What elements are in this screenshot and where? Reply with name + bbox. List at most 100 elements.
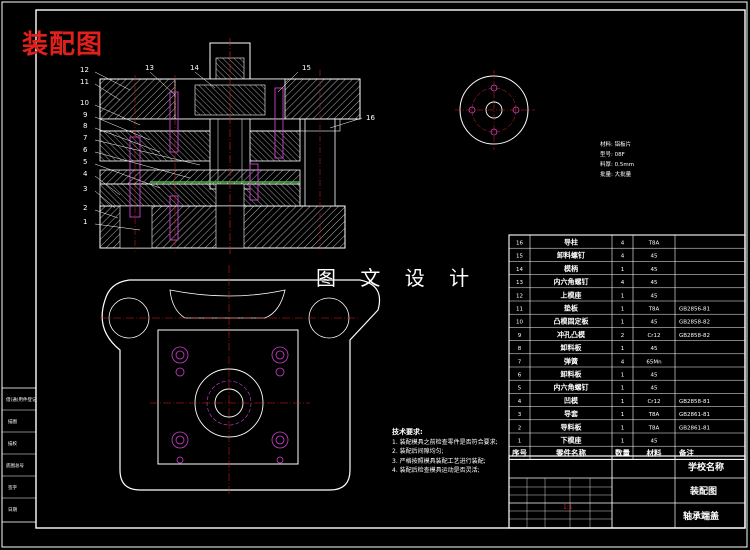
bom-cell: GB2861-81 bbox=[679, 412, 710, 418]
bom-cell: 8 bbox=[518, 346, 522, 352]
bom-cell: 45 bbox=[651, 280, 658, 286]
bom-cell: 4 bbox=[621, 280, 625, 286]
tech-item: 4. 装配后检查模具运动是否灵活; bbox=[392, 467, 480, 474]
spring bbox=[249, 163, 259, 201]
bom-cell: 13 bbox=[516, 280, 523, 286]
socket-screw bbox=[169, 91, 179, 153]
callout-16: 16 bbox=[366, 114, 375, 122]
bom-cell: 导料板 bbox=[561, 422, 583, 431]
bom-cell: 1 bbox=[621, 307, 625, 313]
bom-header-cell: 序号 bbox=[512, 448, 527, 458]
callout-3: 3 bbox=[83, 185, 87, 193]
callouts: 12 11 10 9 8 7 6 5 4 3 2 1 13 14 15 16 bbox=[80, 64, 375, 231]
bom-cell: T8A bbox=[648, 241, 660, 247]
bom-cell: T8A bbox=[648, 307, 660, 313]
bom-cell: Cr12 bbox=[647, 399, 660, 405]
bom-cell: 4 bbox=[621, 254, 625, 260]
callout-5: 5 bbox=[83, 158, 87, 166]
bom-cell: 7 bbox=[518, 359, 522, 365]
bom-cell: 1 bbox=[621, 425, 625, 431]
workpiece-view bbox=[455, 70, 535, 150]
callout-4: 4 bbox=[83, 170, 88, 178]
bom-cell: 6 bbox=[518, 373, 522, 379]
callout-8: 8 bbox=[83, 122, 87, 130]
bom-cell: 4 bbox=[621, 241, 625, 247]
side-strip-label: 描图 bbox=[8, 418, 17, 425]
material-line: 型号: 08F bbox=[600, 152, 625, 158]
section-view bbox=[99, 38, 361, 255]
bom-cell: 凸模固定板 bbox=[554, 317, 590, 326]
drawing-type: 装配图 bbox=[689, 485, 717, 497]
scale-value: 1:1 bbox=[563, 504, 573, 511]
bom-cell: 3 bbox=[518, 412, 522, 418]
punch-fixing-plate bbox=[99, 130, 301, 162]
bom-cell: 4 bbox=[621, 359, 625, 365]
drawing-title: 装配图 bbox=[22, 30, 104, 60]
bom-cell: 10 bbox=[516, 320, 523, 326]
bom-cell: GB2858-81 bbox=[679, 399, 710, 405]
bom-cell: 1 bbox=[621, 386, 625, 392]
side-strip-label: 底图总号 bbox=[6, 462, 24, 469]
tech-item: 1. 装配模具之前检查零件是否符合要求; bbox=[392, 438, 498, 446]
part-name: 轴承端盖 bbox=[683, 510, 719, 522]
bom-cell: 45 bbox=[651, 439, 658, 445]
bom-cell: 45 bbox=[651, 267, 658, 273]
school-name: 学校名称 bbox=[688, 461, 724, 473]
bom-cell: 1 bbox=[621, 293, 625, 299]
socket-screw bbox=[169, 195, 179, 241]
bom-cell: T8A bbox=[648, 412, 660, 418]
side-strip-label: 借(通)用件登记 bbox=[6, 396, 37, 403]
callout-11: 11 bbox=[80, 78, 89, 86]
material-line: 批量: 大批量 bbox=[600, 172, 632, 178]
material-line: 料厚: 0.5mm bbox=[600, 162, 635, 168]
bom-cell: 45 bbox=[651, 373, 658, 379]
title-block: 学校名称 装配图 轴承端盖 1:1 bbox=[508, 455, 746, 529]
bom-cell: 45 bbox=[651, 320, 658, 326]
technical-requirements: 技术要求: 1. 装配模具之前检查零件是否符合要求; 2. 装配后间隙均匀; 3… bbox=[392, 428, 498, 476]
side-strip-label: 描校 bbox=[8, 440, 17, 447]
callout-9: 9 bbox=[83, 111, 87, 119]
callout-13: 13 bbox=[145, 64, 154, 72]
bom-cell: 凹模 bbox=[564, 396, 579, 405]
bom-cell: 5 bbox=[518, 386, 522, 392]
watermark-text: 图 文 设 计 bbox=[316, 266, 479, 290]
bom-cell: 内六角螺钉 bbox=[554, 277, 589, 286]
bom-cell: 下模座 bbox=[561, 436, 582, 445]
bom-cell: 12 bbox=[516, 293, 523, 299]
bom-cell: GB2856-81 bbox=[679, 307, 710, 313]
bom-cell: 卸料螺钉 bbox=[557, 251, 585, 260]
bom-cell: GB2858-82 bbox=[679, 333, 710, 339]
bom-cell: 15 bbox=[516, 254, 523, 260]
bom-cell: 1 bbox=[621, 412, 625, 418]
material-line: 材料: 铝板片 bbox=[600, 142, 632, 148]
bom-cell: T8A bbox=[648, 425, 660, 431]
side-strip: 借(通)用件登记 描图 描校 底图总号 签字 日期 bbox=[1, 387, 37, 523]
bom-cell: 模柄 bbox=[564, 264, 578, 273]
tech-item: 3. 严格按照模具装配工艺进行装配; bbox=[392, 457, 486, 465]
bom-cell: 冲孔凸模 bbox=[557, 330, 586, 339]
callout-7: 7 bbox=[83, 134, 87, 142]
bom-cell: 垫板 bbox=[564, 304, 579, 313]
bom-cell: 14 bbox=[516, 267, 523, 273]
bom-cell: 65Mn bbox=[646, 359, 662, 365]
bom-cell: 9 bbox=[518, 333, 522, 339]
tech-item: 2. 装配后间隙均匀; bbox=[392, 448, 444, 455]
callout-2: 2 bbox=[83, 204, 87, 212]
bom-header-cell: 数量 bbox=[615, 448, 630, 458]
tech-title: 技术要求: bbox=[392, 428, 423, 436]
side-strip-label: 日期 bbox=[8, 507, 17, 513]
bom-header-cell: 材料 bbox=[647, 448, 662, 458]
bom-cell: Cr12 bbox=[647, 333, 660, 339]
callout-1: 1 bbox=[83, 218, 87, 226]
stripper-screw bbox=[274, 87, 284, 159]
material-note: 材料: 铝板片 型号: 08F 料厚: 0.5mm 批量: 大批量 bbox=[600, 140, 634, 180]
bom-cell: 上模座 bbox=[561, 290, 582, 299]
callout-6: 6 bbox=[83, 146, 88, 154]
bom-cell: 45 bbox=[651, 254, 658, 260]
bom-cell: 1 bbox=[621, 399, 625, 405]
bom-cell: 45 bbox=[651, 386, 658, 392]
side-strip-label: 签字 bbox=[8, 484, 17, 491]
bom-cell: 1 bbox=[621, 267, 625, 273]
